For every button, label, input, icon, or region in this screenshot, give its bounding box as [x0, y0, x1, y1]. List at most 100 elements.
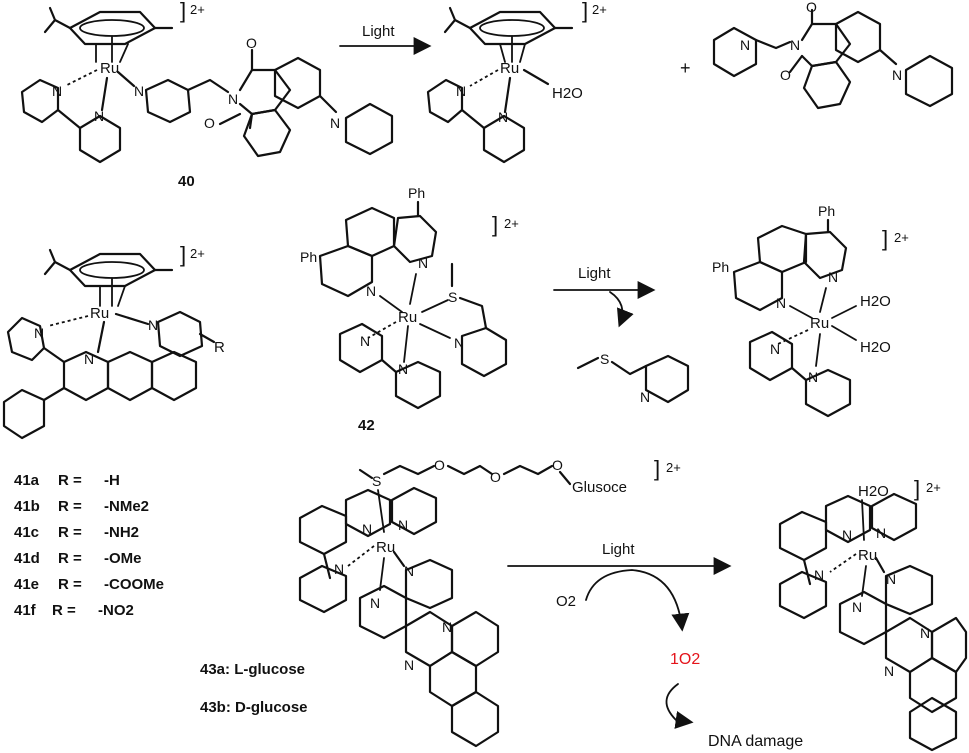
compound-42-product: Ph Ph N N Ru H2O H2O N N ] 2+ — [712, 203, 909, 418]
ru-atom: Ru — [810, 315, 829, 332]
charge-label: 2+ — [926, 480, 941, 495]
ru-atom: Ru — [100, 60, 119, 77]
o-atom: O — [780, 67, 791, 83]
n-atom: N — [770, 341, 780, 357]
n-atom: N — [52, 83, 62, 99]
n-atom: N — [34, 325, 44, 341]
s-atom: S — [600, 351, 609, 367]
n-atom: N — [842, 527, 852, 543]
reaction-arrow-2: Light — [553, 265, 656, 328]
series-id: 41f — [14, 602, 37, 619]
light-label: Light — [362, 23, 395, 40]
n-atom: N — [94, 108, 104, 124]
dna-damage-label: DNA damage — [708, 733, 803, 750]
series-r: R = — [58, 576, 82, 593]
h2o-label: H2O — [860, 339, 891, 356]
n-atom: N — [920, 625, 930, 641]
charge-label: 2+ — [190, 246, 205, 261]
n-atom: N — [404, 563, 414, 579]
n-atom: N — [362, 521, 372, 537]
n-atom: N — [852, 599, 862, 615]
bracket: ] — [914, 476, 920, 501]
compound-40: Ru N N N N O O N 40 ] 2+ — [20, 0, 394, 190]
n-atom: N — [740, 37, 750, 53]
bracket: ] — [492, 212, 498, 237]
series-43a-label: 43a: L-glucose — [200, 661, 305, 678]
s-atom: S — [448, 289, 457, 305]
charge-label: 2+ — [190, 2, 205, 17]
series-41-item: 41a R = -H — [14, 472, 120, 489]
n-atom: N — [456, 83, 466, 99]
bracket: ] — [882, 226, 888, 251]
glucose-label: Glusoce — [572, 479, 627, 496]
n-atom: N — [808, 369, 818, 385]
released-thioether: S N — [576, 351, 690, 405]
series-id: 41d — [14, 550, 40, 567]
series-value: -OMe — [104, 550, 142, 567]
compound-40-product: Ru H2O N N ] 2+ — [426, 0, 607, 164]
ru-atom: Ru — [90, 305, 109, 322]
ph-label: Ph — [818, 203, 835, 219]
o2-label: O2 — [556, 593, 576, 610]
n-atom: N — [892, 67, 902, 83]
n-atom: N — [148, 317, 158, 333]
series-id: 41b — [14, 498, 40, 515]
ph-label: Ph — [712, 259, 729, 275]
n-atom: N — [334, 561, 344, 577]
reaction-arrow-1: Light — [339, 23, 432, 55]
compound-41: Ru N R N N ] 2+ — [2, 242, 225, 440]
series-value: -H — [104, 472, 120, 489]
n-atom: N — [228, 91, 238, 107]
n-atom: N — [398, 517, 408, 533]
series-43b-label: 43b: D-glucose — [200, 699, 308, 716]
h2o-label: H2O — [858, 483, 889, 500]
compound-42: Ph Ph N N Ru S N N N 42 ] 2+ — [300, 185, 519, 434]
n-atom: N — [360, 333, 370, 349]
n-atom: N — [876, 525, 886, 541]
series-value: -NO2 — [98, 602, 134, 619]
charge-label: 2+ — [666, 460, 681, 475]
series-r: R = — [58, 550, 82, 567]
reaction-arrow-3: Light O2 1O2 DNA damage — [507, 541, 803, 750]
series-id: 41c — [14, 524, 39, 541]
n-atom: N — [814, 567, 824, 583]
o-atom: O — [806, 0, 817, 15]
n-atom: N — [418, 255, 428, 271]
n-atom: N — [366, 283, 376, 299]
h2o-label: H2O — [552, 85, 583, 102]
n-atom: N — [828, 269, 838, 285]
n-atom: N — [134, 83, 144, 99]
series-41-item: 41d R = -OMe — [14, 550, 142, 567]
ru-atom: Ru — [500, 60, 519, 77]
charge-label: 2+ — [894, 230, 909, 245]
n-atom: N — [498, 109, 508, 125]
series-41-item: 41b R = -NMe2 — [14, 498, 149, 515]
r-group: R — [214, 339, 225, 356]
n-atom: N — [404, 657, 414, 673]
o-atom: O — [490, 469, 501, 485]
charge-label: 2+ — [592, 2, 607, 17]
series-value: -NMe2 — [104, 498, 149, 515]
n-atom: N — [370, 595, 380, 611]
o-atom: O — [246, 35, 257, 51]
n-atom: N — [398, 361, 408, 377]
series-41-item: 41c R = -NH2 — [14, 524, 139, 541]
o-atom: O — [204, 115, 215, 131]
compound-label-42: 42 — [358, 417, 375, 434]
compound-43-product: H2O Ru ] 2+ N N N N N N N — [778, 476, 968, 752]
bracket: ] — [582, 0, 588, 23]
charge-label: 2+ — [504, 216, 519, 231]
ph-label: Ph — [300, 249, 317, 265]
n-atom: N — [454, 335, 464, 351]
series-value: -COOMe — [104, 576, 164, 593]
ru-atom: Ru — [858, 547, 877, 564]
series-id: 41e — [14, 576, 39, 593]
ru-atom: Ru — [398, 309, 417, 326]
n-atom: N — [330, 115, 340, 131]
bracket: ] — [180, 0, 186, 23]
series-r: R = — [58, 498, 82, 515]
singlet-oxygen-label: 1O2 — [670, 651, 700, 668]
bracket: ] — [180, 242, 186, 267]
o-atom: O — [552, 457, 563, 473]
